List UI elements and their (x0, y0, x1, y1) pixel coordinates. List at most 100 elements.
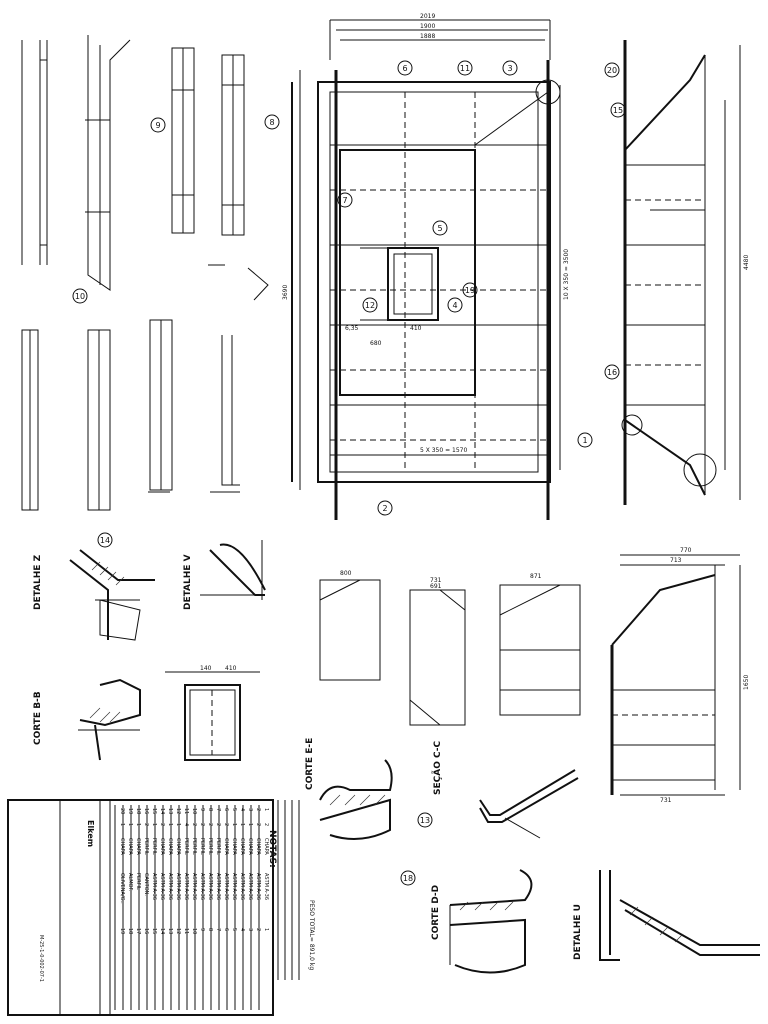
panel-views: 800 731 691 871 (319, 570, 581, 726)
part-bubble (604, 62, 620, 78)
part-bubble (377, 500, 393, 516)
detail-v-view: DETALHE V (183, 540, 266, 610)
part-bubble-label: 20 (607, 66, 617, 75)
table-cell: ASTM A-36 (199, 873, 205, 900)
table-cell: 1 (127, 823, 133, 826)
table-cell: ASTM A-36 (239, 873, 245, 900)
section-cc-view: SEÇÃO C-C (432, 740, 579, 839)
table-cell: CHAPA (127, 838, 133, 855)
part-bubble (604, 364, 620, 380)
table-cell: ASTM A-36 (159, 873, 165, 900)
table-cell: 2 (215, 823, 221, 826)
table-cell: CHAPA (263, 838, 269, 855)
member-details-mid-left (21, 319, 240, 511)
member-details-top-left (21, 35, 269, 301)
company-name: Elkem (86, 820, 95, 847)
section-dd-title: CORTE D-D (431, 885, 441, 940)
notes-block: NOTAS: PESO TOTAL= 891,0 kg (267, 800, 315, 980)
table-cell: PERFIL (183, 838, 189, 855)
table-cell: ASTM A-36 (255, 873, 261, 900)
table-cell: CHAPA (255, 838, 261, 855)
table-cell: 1 (263, 808, 269, 811)
dim-side-1650: 1650 (743, 675, 750, 690)
part-bubble-label: 3 (507, 64, 512, 73)
table-cell: 18 (127, 928, 133, 934)
section-dd-view: CORTE D-D (431, 869, 533, 974)
dim-140: 140 (200, 665, 212, 672)
dim-top-770: 770 (680, 547, 692, 554)
table-cell: PERFIL (199, 838, 205, 855)
table-cell: ASTM A-36 (223, 873, 229, 900)
table-cell: 4 (239, 808, 245, 811)
table-cell: 16 (143, 928, 149, 934)
detail-v-title: DETALHE V (183, 554, 193, 610)
dim-panel-871: 871 (530, 573, 542, 580)
part-bubble-label: 18 (403, 874, 413, 883)
dim-410b: 410 (225, 665, 237, 672)
table-cell: PERFIL (191, 838, 197, 855)
dim-bottom-pitch: 5 X 350 = 1570 (420, 447, 467, 454)
table-cell: 1 (135, 823, 141, 826)
table-cell: 1 (151, 823, 157, 826)
table-cell: 1 (263, 928, 269, 931)
table-cell: PERFIL (143, 838, 149, 855)
dim-side-height: 4480 (743, 255, 750, 270)
part-bubble (577, 432, 593, 448)
table-cell: 10 (191, 928, 197, 934)
table-cell: CHAPA (239, 838, 245, 855)
table-cell: CHAPA (231, 838, 237, 855)
lower-right-view: 770 713 731 1650 (610, 547, 750, 804)
table-cell: PERFIL (151, 838, 157, 855)
dim-410: 410 (410, 325, 422, 332)
part-bubble (150, 117, 166, 133)
table-cell: CHAPA (159, 838, 165, 855)
table-cell: CHAPA (167, 838, 173, 855)
table-cell: 9 (199, 808, 205, 811)
table-cell: 20 (119, 808, 125, 814)
table-cell: 7 (215, 928, 221, 931)
plate-section-view: 140 410 (165, 665, 260, 761)
table-cell: 2 (199, 823, 205, 826)
main-front-view: 2019 1900 1888 5 X 350 = 1570 680 410 6,… (282, 13, 570, 520)
table-cell: 2 (263, 823, 269, 826)
part-bubble (264, 114, 280, 130)
part-bubble-label: 8 (269, 118, 274, 127)
table-cell: ASTM A-36 (151, 873, 157, 900)
dim-inner-width-2: 1888 (420, 33, 435, 40)
table-cell: CHAPA (119, 838, 125, 855)
table-cell: ASTM A-36 (167, 873, 173, 900)
part-bubble-label: 5 (437, 224, 442, 233)
table-cell: 1 (175, 823, 181, 826)
table-cell: ASTM A-36 (191, 873, 197, 900)
part-bubble (72, 288, 88, 304)
part-bubble (362, 297, 378, 313)
table-cell: ASTM A-36 (231, 873, 237, 900)
table-cell: CANTON. (143, 873, 149, 896)
part-bubble-label: 7 (342, 196, 347, 205)
table-cell: 2 (255, 808, 261, 811)
part-bubble-label: 6 (402, 64, 407, 73)
table-cell: 19 (127, 808, 133, 814)
dim-right-pitch: 10 X 350 = 3500 (563, 249, 570, 300)
dim-bottom-731: 731 (660, 797, 672, 804)
table-cell: 8 (207, 928, 213, 931)
table-cell: 13 (167, 808, 173, 814)
table-cell: ASTM A-36 (175, 873, 181, 900)
table-cell: 17 (135, 928, 141, 934)
dim-top-713: 713 (670, 557, 682, 564)
part-bubble-label: 11 (460, 64, 470, 73)
part-bubble-label: 12 (365, 301, 375, 310)
table-cell: CHAPA (175, 838, 181, 855)
table-cell: 10 (191, 808, 197, 814)
part-bubble (337, 192, 353, 208)
table-cell: 18 (135, 808, 141, 814)
total-weight: PESO TOTAL= 891,0 kg (308, 900, 315, 970)
part-bubble-label: 1 (582, 436, 587, 445)
part-bubble (610, 102, 626, 118)
table-cell: OLIVENA/G.. (119, 873, 125, 904)
table-cell: 2 (255, 823, 261, 826)
table-cell: 2 (223, 823, 229, 826)
